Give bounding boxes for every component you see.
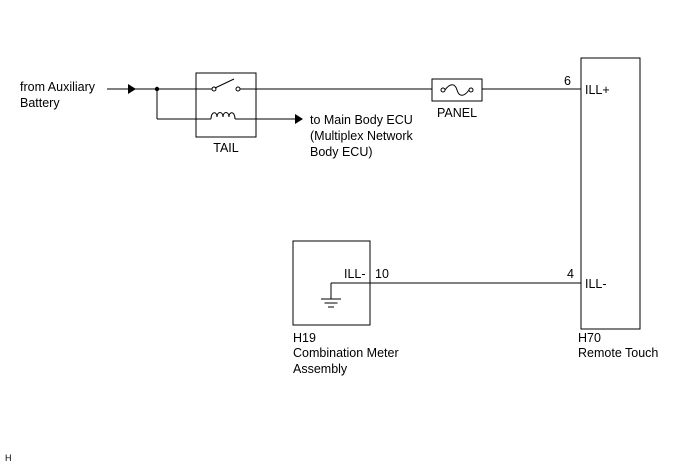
- ecu-arrow-icon: [295, 114, 303, 124]
- ecu-label-line3: Body ECU): [310, 145, 373, 159]
- relay-coil-icon: [196, 112, 256, 120]
- ecu-label-line2: (Multiplex Network: [310, 129, 414, 143]
- remote-touch-box: [580, 57, 641, 330]
- meter-name-line1: Combination Meter: [293, 346, 399, 360]
- fuse-label: PANEL: [437, 106, 477, 120]
- remote-pin-bottom-label: ILL-: [585, 277, 607, 291]
- ecu-label-line1: to Main Body ECU: [310, 113, 413, 127]
- source-arrow-icon: [128, 84, 136, 94]
- ground-icon: [321, 298, 341, 308]
- remote-pin-top-number: 6: [564, 74, 571, 88]
- source-label-line2: Battery: [20, 96, 60, 110]
- relay-label: TAIL: [213, 141, 239, 155]
- remote-pin-top-label: ILL+: [585, 83, 610, 97]
- meter-pin-number: 10: [375, 267, 389, 281]
- remote-touch-code: H70: [578, 331, 601, 345]
- relay-switch-icon: [196, 78, 256, 92]
- source-label-line1: from Auxiliary: [20, 80, 96, 94]
- meter-pin-label: ILL-: [344, 267, 366, 281]
- fuse-icon: [440, 84, 474, 96]
- remote-pin-bottom-number: 4: [567, 267, 574, 281]
- meter-code: H19: [293, 331, 316, 345]
- remote-touch-name: Remote Touch: [578, 346, 658, 360]
- tail-relay-box: [195, 72, 257, 138]
- meter-name-line2: Assembly: [293, 362, 348, 376]
- corner-mark: H: [5, 453, 12, 463]
